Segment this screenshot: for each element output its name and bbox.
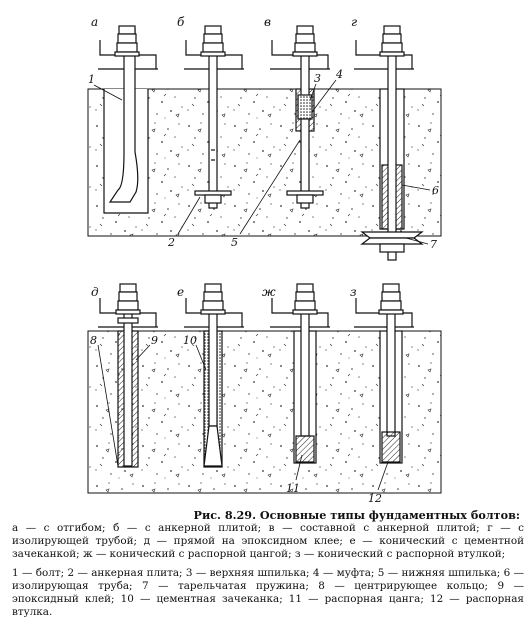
panel-letter-v: в	[264, 15, 271, 29]
bolt-zh-collet	[292, 283, 318, 464]
part-number-1: 1	[88, 73, 95, 86]
part-number-7: 7	[430, 238, 437, 251]
part-number-5: 5	[231, 236, 238, 249]
bolt-b-anchor-plate	[194, 25, 232, 209]
part-numbers: 1 2 3 4 5 6 7 8 9 10 11 12	[88, 68, 439, 505]
base-frames-top	[98, 40, 414, 70]
panel-letters: а б в г д е ж з	[91, 15, 357, 299]
figure-caption-numbers: 1 — болт; 2 — анкерная плита; 3 — верхня…	[12, 567, 524, 618]
leader-lines	[93, 79, 431, 491]
bolt-g-isolating-tube	[360, 25, 424, 261]
panel-letter-zh: ж	[262, 285, 276, 299]
part-number-12: 12	[368, 492, 382, 505]
bolt-e-cement	[200, 283, 226, 468]
panel-letter-e: е	[177, 285, 184, 299]
part-number-9: 9	[151, 334, 158, 347]
part-number-11: 11	[286, 482, 300, 495]
foundation-bolts-figure: а б в г д е ж з 1 2 3 4 5 6 7 8 9 10 11 …	[87, 15, 442, 505]
panel-letter-d: д	[91, 285, 99, 299]
bolt-a-bent	[103, 25, 149, 214]
part-number-6: 6	[432, 184, 439, 197]
panel-letter-b: б	[177, 15, 185, 29]
part-number-4: 4	[335, 68, 343, 81]
bolt-d-epoxy	[115, 283, 141, 468]
figure-caption-legend: а — с отгибом; б — с анкерной плитой; в …	[12, 522, 524, 560]
part-number-3: 3	[314, 72, 321, 85]
part-number-2: 2	[167, 236, 175, 249]
part-number-8: 8	[90, 334, 97, 347]
panel-letter-a: а	[91, 15, 98, 29]
part-number-10: 10	[183, 334, 197, 347]
figure-caption-title: Рис. 8.29. Основные типы фундаментных бо…	[193, 508, 520, 522]
base-frames-bottom	[98, 298, 414, 328]
bolt-v-composite	[286, 25, 324, 209]
panel-letter-z: з	[350, 285, 357, 299]
panel-letter-g: г	[351, 15, 357, 29]
bolt-z-sleeve	[378, 283, 404, 464]
